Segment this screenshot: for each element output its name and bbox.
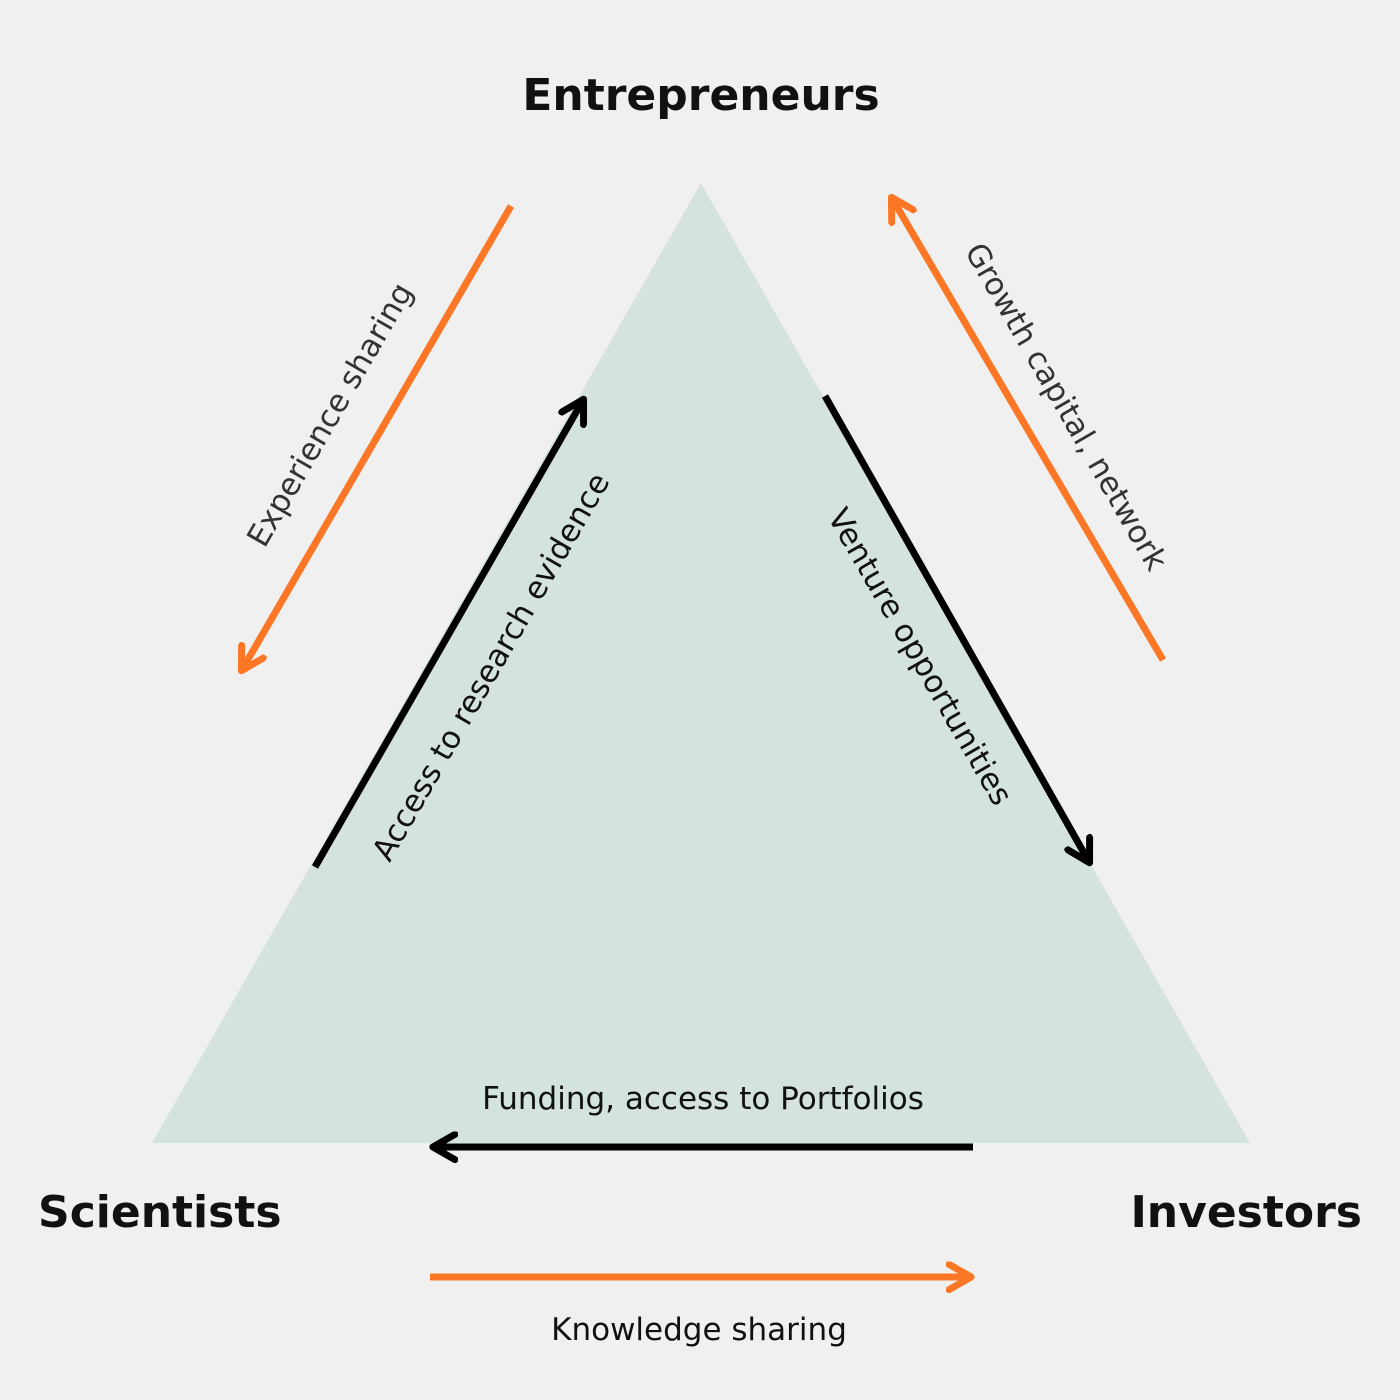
arrow-experience-sharing: [243, 204, 515, 668]
edge-label-knowledge-sharing: Knowledge sharing: [551, 1312, 847, 1348]
arrow-growth-capital: [893, 200, 1167, 662]
arrow-research-evidence: [311, 402, 582, 869]
arrow-venture-opportunities: [821, 394, 1088, 860]
edge-label-growth-capital: Growth capital, network: [957, 237, 1174, 577]
node-label-scientists: Scientists: [38, 1187, 282, 1238]
node-label-entrepreneurs: Entrepreneurs: [522, 70, 879, 121]
center-triangle: [152, 183, 1250, 1143]
edge-label-funding-portfolios: Funding, access to Portfolios: [482, 1081, 924, 1117]
node-label-investors: Investors: [1130, 1187, 1362, 1238]
